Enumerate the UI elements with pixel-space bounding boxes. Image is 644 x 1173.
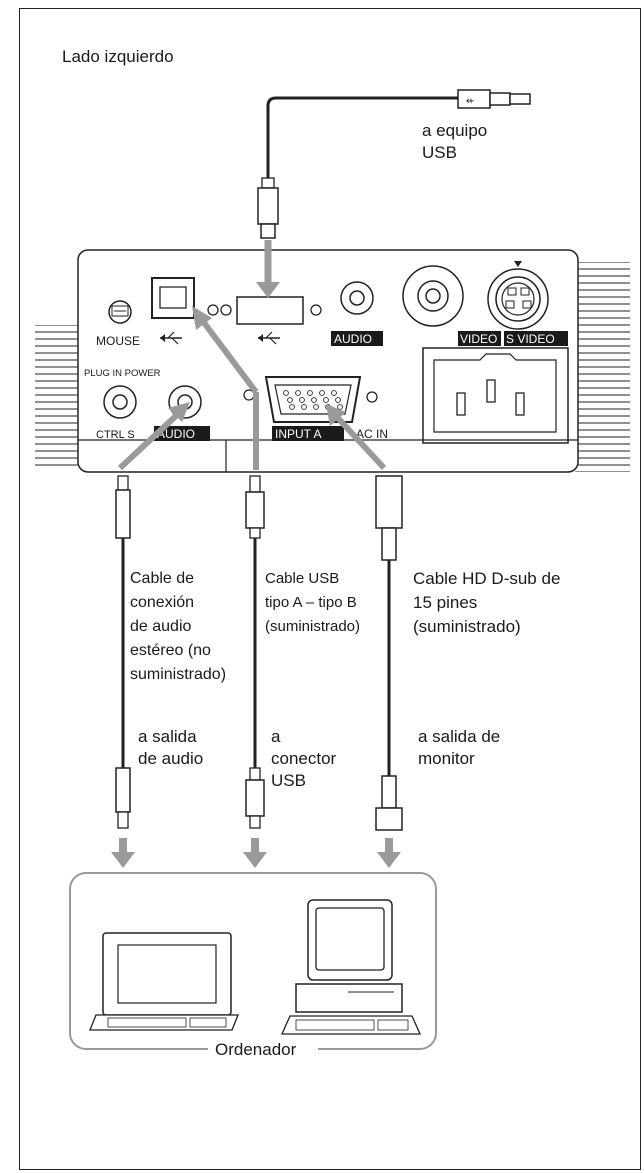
page-frame [19, 8, 641, 1170]
audio-lower-label: AUDIO [157, 427, 195, 441]
hd-dsub-cable-caption: Cable HD D-sub de 15 pines (suministrado… [413, 569, 561, 636]
vga-port-icon [264, 376, 378, 423]
arrow-down-usb [243, 838, 267, 868]
input-a-label-bg [272, 426, 344, 441]
video-label-bg [458, 331, 501, 346]
arrow-down-vga [377, 838, 401, 868]
laptop-icon [89, 932, 239, 1031]
s-video-label-bg [504, 331, 568, 346]
ctrl-s-label: CTRL S [96, 429, 135, 441]
monitor-out-label: a salida de monitor [418, 727, 501, 768]
ac-inlet-icon [422, 347, 569, 444]
usb-symbol-icon [258, 331, 280, 345]
ctrl-s-jack-icon [103, 385, 137, 419]
usb-cable [245, 475, 265, 829]
usb-a-port-icon [220, 296, 322, 325]
audio-lower-label-bg [154, 426, 210, 441]
desktop-computer-icon [280, 899, 422, 1035]
usb-b-plug-top [257, 177, 279, 239]
computer-label-bg [208, 1038, 318, 1060]
video-jack-icon [402, 265, 464, 327]
page-title: Lado izquierdo [62, 47, 174, 66]
mouse-port-icon [108, 300, 132, 324]
plug-in-power-label: PLUG IN POWER [84, 368, 161, 379]
arrow-down-audio [111, 838, 135, 868]
audio-out-label: a salida de audio [138, 727, 204, 768]
vga-cable [375, 475, 403, 831]
audio-cable [115, 475, 131, 829]
audio-cable-caption: Cable de conexión de audio estéreo (no s… [130, 570, 227, 683]
s-video-jack-icon [487, 261, 549, 330]
left-vent-grille [35, 325, 80, 470]
projector-panel [77, 249, 579, 473]
usb-device-cable: ⇷ [266, 89, 531, 178]
arrow-usb-device-down [256, 240, 280, 298]
svg-text:⇷: ⇷ [466, 96, 474, 107]
right-vent-grille [575, 262, 630, 472]
computer-label: Ordenador [215, 1040, 297, 1059]
input-a-label: INPUT A [275, 427, 321, 441]
audio-jack-upper-icon [340, 281, 374, 315]
usb-connector-label: a conector USB [271, 727, 337, 790]
audio-label-bg [331, 331, 383, 346]
usb-device-label: a equipo USB [422, 121, 488, 162]
audio-upper-label: AUDIO [334, 332, 372, 346]
video-label: VIDEO [460, 332, 497, 346]
arrow-usb-to-port [192, 306, 259, 470]
usb-symbol-icon [160, 331, 182, 345]
s-video-label: S VIDEO [506, 332, 555, 346]
arrow-vga-to-port [326, 404, 387, 471]
arrow-audio-to-jack [117, 402, 190, 471]
usb-cable-caption: Cable USB tipo A – tipo B (suministrado) [265, 570, 361, 635]
mouse-label: MOUSE [96, 334, 140, 348]
